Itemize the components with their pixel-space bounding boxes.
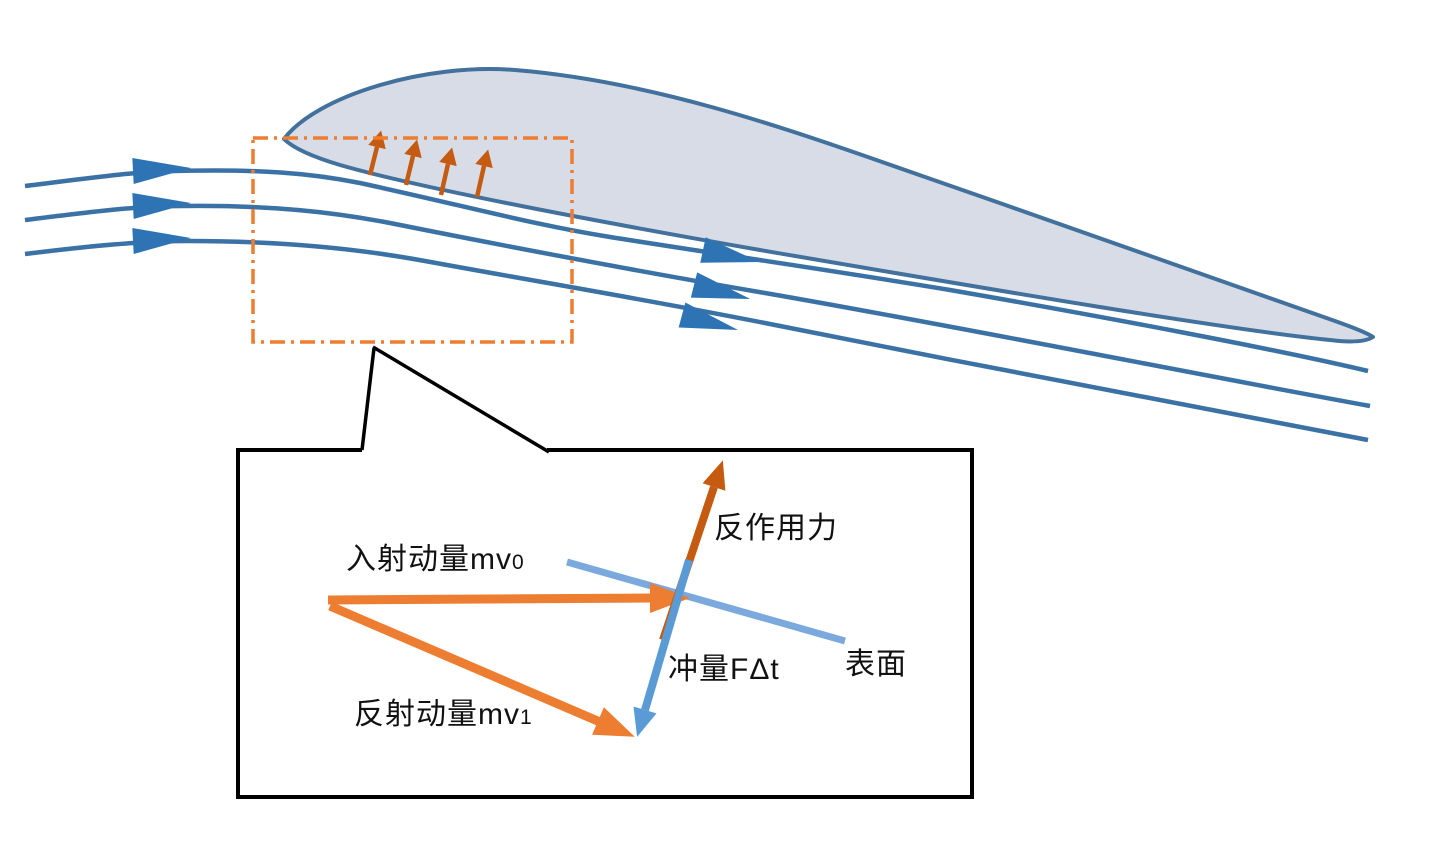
airfoil-shape	[282, 67, 1375, 344]
callout-lines	[360, 345, 550, 454]
incident-momentum-text: 入射动量mv	[346, 543, 512, 576]
zoom-region-box	[251, 136, 574, 344]
pressure-arrow-icon	[438, 147, 457, 196]
impulse-label: 冲量FΔt	[668, 653, 780, 686]
flow-arrowhead-icon	[700, 237, 760, 263]
surface-pressure-arrows	[367, 130, 493, 198]
impulse-vector	[633, 558, 693, 737]
reflected-momentum-subscript: 1	[520, 706, 532, 729]
pressure-arrow-icon	[474, 149, 493, 198]
streamline-bottom	[24, 238, 1369, 443]
reflected-momentum-text: 反射动量mv	[354, 698, 520, 731]
reflected-momentum-label: 反射动量mv1	[354, 698, 532, 733]
surface-line	[566, 558, 846, 645]
incident-momentum-label: 入射动量mv0	[346, 543, 524, 578]
pressure-arrow-icon	[403, 139, 422, 186]
flow-arrowhead-icon	[132, 228, 191, 254]
flow-arrowhead-icon	[132, 158, 191, 184]
inset-box	[236, 448, 974, 799]
surface-label: 表面	[845, 648, 907, 681]
flow-arrowhead-icon	[678, 302, 739, 331]
incident-momentum-subscript: 0	[512, 551, 524, 574]
flow-arrowhead-icon	[132, 193, 191, 219]
inset-vector-diagram	[327, 460, 846, 737]
pressure-arrow-icon	[367, 130, 386, 176]
flow-arrowhead-icon	[690, 272, 751, 300]
reaction-force-label: 反作用力	[714, 512, 838, 545]
flow-arrowheads	[132, 158, 760, 331]
reflected-momentum-vector	[328, 601, 635, 737]
incident-momentum-vector	[327, 583, 690, 613]
